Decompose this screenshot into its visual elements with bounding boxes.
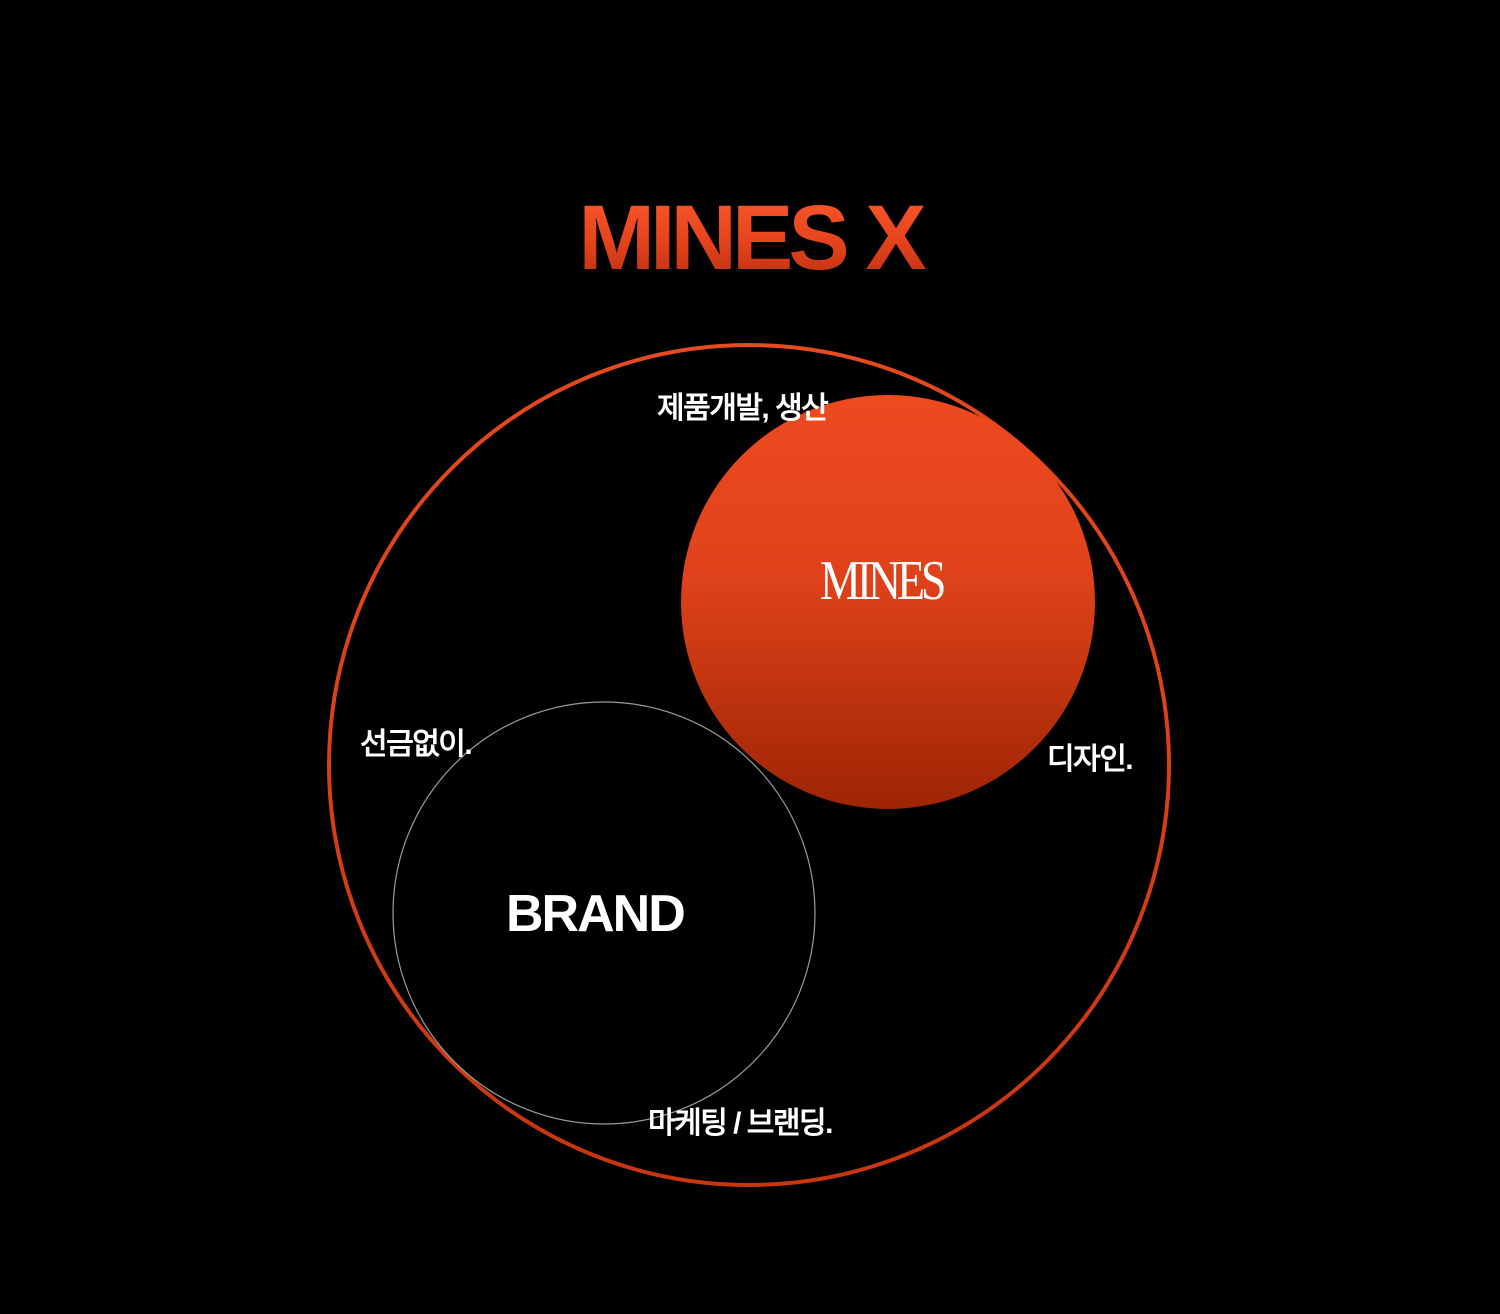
label-marketing-branding: 마케팅 / 브랜딩. — [648, 1107, 833, 1140]
label-no-prepayment: 선금없이. — [360, 728, 473, 761]
outer-circle — [327, 343, 1171, 1187]
mines-circle — [681, 395, 1095, 809]
mines-circle-label: MINES — [820, 550, 946, 612]
page-title: MINES X — [0, 188, 1500, 288]
brand-circle — [392, 701, 816, 1125]
label-product-development: 제품개발, 생산 — [657, 392, 829, 425]
brand-circle-label: BRAND — [506, 885, 686, 943]
label-design: 디자인. — [1047, 743, 1134, 776]
